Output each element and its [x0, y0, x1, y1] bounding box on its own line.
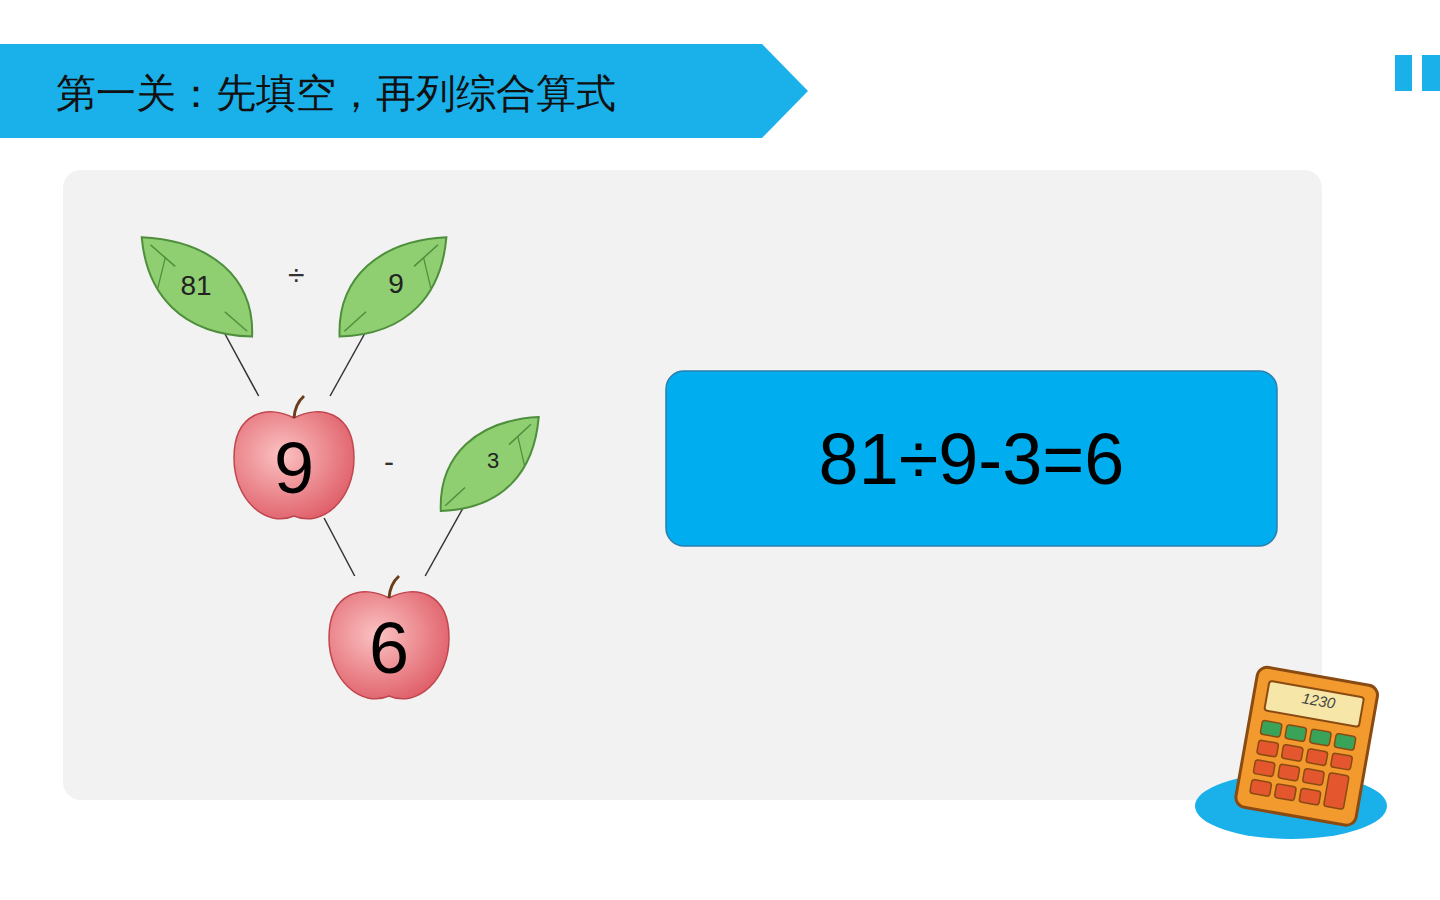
connector-line [330, 334, 364, 396]
calculator-icon [1234, 666, 1379, 827]
operator-sign: - [384, 445, 394, 479]
connector-line [324, 518, 355, 576]
equation-box: 81÷9-3=6 [665, 370, 1278, 547]
operator-sign: ÷ [288, 258, 304, 292]
number-text: 9 [274, 427, 314, 509]
apple-node: 6 [325, 576, 453, 706]
connector-line [425, 508, 463, 576]
leaf-node: 81 [138, 234, 262, 342]
panel [63, 170, 1322, 800]
equation-text: 81÷9-3=6 [819, 418, 1125, 500]
connector-line [225, 334, 259, 396]
leaf-node: 3 [432, 414, 542, 516]
corner-bar [1422, 55, 1440, 91]
title: 第一关：先填空，再列综合算式 [56, 66, 616, 121]
apple-node: 9 [230, 396, 358, 526]
corner-bar [1395, 55, 1412, 91]
leaf-node: 9 [330, 234, 450, 342]
number-text: 6 [369, 607, 409, 689]
number-text: 9 [388, 268, 404, 300]
number-text: 81 [180, 270, 211, 302]
number-text: 3 [487, 448, 499, 474]
title-banner [0, 44, 808, 138]
